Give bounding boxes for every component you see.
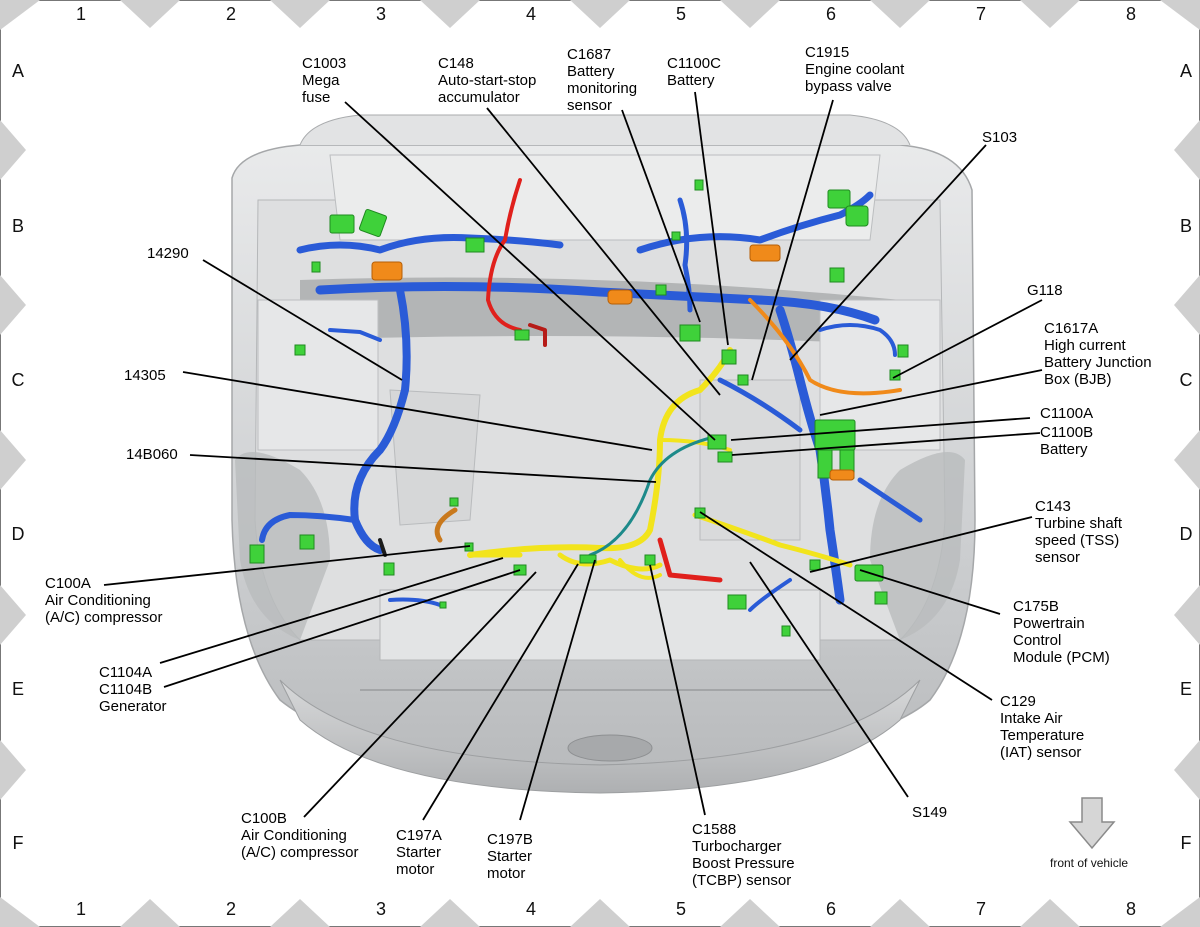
grid-labels: 1 2 3 4 5 6 7 8 1 2 3 4 5 6 7 8 A B C D … (12, 4, 1193, 919)
callout-14290: 14290 (147, 245, 189, 262)
callout-g118: G118 (1027, 282, 1063, 299)
col-label-bottom: 8 (1126, 899, 1136, 919)
row-label-left: F (13, 833, 24, 853)
col-label-bottom: 5 (676, 899, 686, 919)
front-of-vehicle-arrow-icon (1068, 797, 1116, 850)
col-label-top: 1 (76, 4, 86, 24)
callout-c1100a: C1100A (1040, 405, 1094, 422)
col-label-top: 2 (226, 4, 236, 24)
col-label-bottom: 3 (376, 899, 386, 919)
row-label-right: C (1180, 370, 1193, 390)
col-label-top: 5 (676, 4, 686, 24)
col-label-bottom: 7 (976, 899, 986, 919)
row-label-left: A (12, 61, 24, 81)
col-label-top: 3 (376, 4, 386, 24)
col-label-top: 8 (1126, 4, 1136, 24)
row-label-right: E (1180, 679, 1192, 699)
col-label-top: 4 (526, 4, 536, 24)
row-label-right: F (1181, 833, 1192, 853)
front-of-vehicle-label: front of vehicle (1050, 856, 1129, 870)
row-label-left: E (12, 679, 24, 699)
callout-14305: 14305 (124, 367, 166, 384)
row-label-left: C (12, 370, 25, 390)
row-label-left: B (12, 216, 24, 236)
callout-s149: S149 (912, 804, 948, 821)
row-label-right: A (1180, 61, 1192, 81)
col-label-bottom: 4 (526, 899, 536, 919)
row-label-left: D (12, 524, 25, 544)
orange-clips (371, 244, 855, 481)
row-label-right: B (1180, 216, 1192, 236)
row-label-right: D (1180, 524, 1193, 544)
leader-lines (103, 91, 1043, 821)
col-label-bottom: 2 (226, 899, 236, 919)
col-label-top: 7 (976, 4, 986, 24)
col-label-bottom: 1 (76, 899, 86, 919)
col-label-top: 6 (826, 4, 836, 24)
col-label-bottom: 6 (826, 899, 836, 919)
callout-14b060: 14B060 (126, 446, 178, 463)
callout-s103: S103 (982, 129, 1018, 146)
